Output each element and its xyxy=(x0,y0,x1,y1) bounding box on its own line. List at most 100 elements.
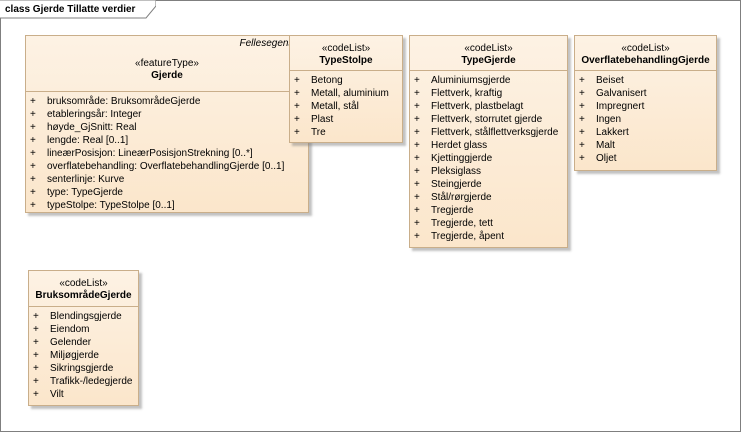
stereotype: «codeList» xyxy=(321,43,371,54)
attribute-text: Tregjerde, tett xyxy=(431,218,493,229)
attribute-row[interactable]: +Flettverk, plastbelagt xyxy=(410,100,567,113)
attribute-row[interactable]: +Ingen xyxy=(575,113,716,126)
attribute-row[interactable]: +Lakkert xyxy=(575,126,716,139)
attribute-text: Kjettinggjerde xyxy=(431,153,493,164)
class-name: TypeGjerde xyxy=(461,55,516,66)
class-overflatebehandling-gjerde[interactable]: «codeList» OverflatebehandlingGjerde +Be… xyxy=(574,35,717,171)
attribute-list: +Blendingsgjerde+Eiendom+Gelender+Miljøg… xyxy=(29,307,138,401)
attribute-list: +bruksområde: BruksområdeGjerde+etableri… xyxy=(26,92,308,212)
visibility-marker: + xyxy=(33,389,39,400)
visibility-marker: + xyxy=(30,109,36,120)
visibility-marker: + xyxy=(414,153,420,164)
attribute-row[interactable]: +Galvanisert xyxy=(575,87,716,100)
attribute-row[interactable]: +Metall, stål xyxy=(290,100,402,113)
attribute-row[interactable]: +Plast xyxy=(290,113,402,126)
class-name: BruksområdeGjerde xyxy=(35,290,132,301)
frame-tab xyxy=(0,0,156,19)
visibility-marker: + xyxy=(414,114,420,125)
attribute-row[interactable]: + Metall, aluminium xyxy=(290,87,402,100)
attribute-row[interactable]: +Herdet glass xyxy=(410,139,567,152)
attribute-row[interactable]: + lengde: Real [0..1] xyxy=(26,134,308,147)
attribute-text: typeStolpe: TypeStolpe [0..1] xyxy=(47,200,175,211)
attribute-text: Flettverk, stålflettverksgjerde xyxy=(431,127,559,138)
attribute-row[interactable]: +Stål/rørgjerde xyxy=(410,191,567,204)
package-tag: Fellesegenska xyxy=(239,38,304,49)
class-bruksomrade-header: «codeList» BruksområdeGjerde xyxy=(29,271,138,307)
attribute-list: +Aluminiumsgjerde+Flettverk, kraftig+Fle… xyxy=(410,71,567,243)
attribute-row[interactable]: +Malt xyxy=(575,139,716,152)
attribute-row[interactable]: + Kjettinggjerde xyxy=(410,152,567,165)
attribute-row[interactable]: +Eiendom xyxy=(29,323,138,336)
attribute-text: Galvanisert xyxy=(596,88,647,99)
visibility-marker: + xyxy=(414,205,420,216)
class-overflatebehandling-header: «codeList» OverflatebehandlingGjerde xyxy=(575,36,716,71)
stereotype: «codeList» xyxy=(621,43,670,54)
attribute-row[interactable]: + Flettverk, stålflettverksgjerde xyxy=(410,126,567,139)
attribute-row[interactable]: +Betong xyxy=(290,74,402,87)
visibility-marker: + xyxy=(294,127,300,138)
class-gjerde-header: Fellesegenska «featureType» Gjerde xyxy=(26,36,308,92)
class-name: OverflatebehandlingGjerde xyxy=(581,55,710,66)
attribute-row[interactable]: +typeStolpe: TypeStolpe [0..1] xyxy=(26,199,308,212)
visibility-marker: + xyxy=(414,75,420,86)
attribute-row[interactable]: +Gelender xyxy=(29,336,138,349)
attribute-row[interactable]: +Flettverk, kraftig xyxy=(410,87,567,100)
attribute-row[interactable]: +Steingjerde xyxy=(410,178,567,191)
attribute-row[interactable]: +etableringsår: Integer xyxy=(26,108,308,121)
attribute-text: Plast xyxy=(311,114,334,125)
visibility-marker: + xyxy=(30,161,36,172)
attribute-row[interactable]: +Pleksiglass xyxy=(410,165,567,178)
visibility-marker: + xyxy=(579,114,585,125)
attribute-text: Eiendom xyxy=(50,324,90,335)
attribute-row[interactable]: + overflatebehandling: Overflatebehandlin… xyxy=(26,160,308,173)
attribute-row[interactable]: +Trafikk-/ledegjerde xyxy=(29,375,138,388)
attribute-text: Beiset xyxy=(596,75,624,86)
stereotype: «codeList» xyxy=(464,43,513,54)
attribute-row[interactable]: + Aluminiumsgjerde xyxy=(410,74,567,87)
attribute-row[interactable]: +Tre xyxy=(290,126,402,139)
class-type-gjerde[interactable]: «codeList» TypeGjerde +Aluminiumsgjerde+… xyxy=(409,35,568,248)
visibility-marker: + xyxy=(579,101,585,112)
attribute-text: Impregnert xyxy=(596,101,645,112)
attribute-row[interactable]: +Tregjerde, tett xyxy=(410,217,567,230)
attribute-row[interactable]: +Flettverk, storrutet gjerde xyxy=(410,113,567,126)
attribute-row[interactable]: +Oljet xyxy=(575,152,716,165)
attribute-text: Betong xyxy=(311,75,343,86)
class-type-stolpe[interactable]: «codeList» TypeStolpe +Betong+Metall, al… xyxy=(289,35,403,143)
attribute-text: overflatebehandling: Overflatebehandling… xyxy=(47,161,285,172)
attribute-row[interactable]: + Vilt xyxy=(29,388,138,401)
attribute-text: Aluminiumsgjerde xyxy=(431,75,511,86)
class-gjerde[interactable]: Fellesegenska «featureType» Gjerde +bruk… xyxy=(25,35,309,213)
visibility-marker: + xyxy=(30,135,36,146)
attribute-row[interactable]: +Blendingsgjerde xyxy=(29,310,138,323)
visibility-marker: + xyxy=(414,127,420,138)
attribute-row[interactable]: +Tregjerde, åpent xyxy=(410,230,567,243)
attribute-row[interactable]: +Tregjerde xyxy=(410,204,567,217)
attribute-text: type: TypeGjerde xyxy=(47,187,123,198)
visibility-marker: + xyxy=(33,363,39,374)
frame-title: class Gjerde Tillatte verdier xyxy=(5,4,136,15)
visibility-marker: + xyxy=(294,101,300,112)
attribute-row[interactable]: +senterlinje: Kurve xyxy=(26,173,308,186)
stereotype: «codeList» xyxy=(59,278,108,289)
visibility-marker: + xyxy=(414,140,420,151)
attribute-row[interactable]: +type: TypeGjerde xyxy=(26,186,308,199)
attribute-row[interactable]: +lineærPosisjon: LineærPosisjonStrekning… xyxy=(26,147,308,160)
class-bruksomrade-gjerde[interactable]: «codeList» BruksområdeGjerde +Blendingsg… xyxy=(28,270,139,406)
attribute-row[interactable]: +Beiset xyxy=(575,74,716,87)
attribute-row[interactable]: +bruksområde: BruksområdeGjerde xyxy=(26,95,308,108)
attribute-text: Malt xyxy=(596,140,615,151)
attribute-text: Sikringsgjerde xyxy=(50,363,114,374)
attribute-row[interactable]: +Miljøgjerde xyxy=(29,349,138,362)
attribute-row[interactable]: + Sikringsgjerde xyxy=(29,362,138,375)
attribute-row[interactable]: +høyde_GjSnitt: Real xyxy=(26,121,308,134)
visibility-marker: + xyxy=(414,88,420,99)
attribute-text: høyde_GjSnitt: Real xyxy=(47,122,137,133)
visibility-marker: + xyxy=(294,88,300,99)
attribute-row[interactable]: + Impregnert xyxy=(575,100,716,113)
visibility-marker: + xyxy=(33,350,39,361)
attribute-text: lengde: Real [0..1] xyxy=(47,135,129,146)
visibility-marker: + xyxy=(33,337,39,348)
attribute-text: Vilt xyxy=(50,389,64,400)
attribute-text: Metall, aluminium xyxy=(311,88,389,99)
